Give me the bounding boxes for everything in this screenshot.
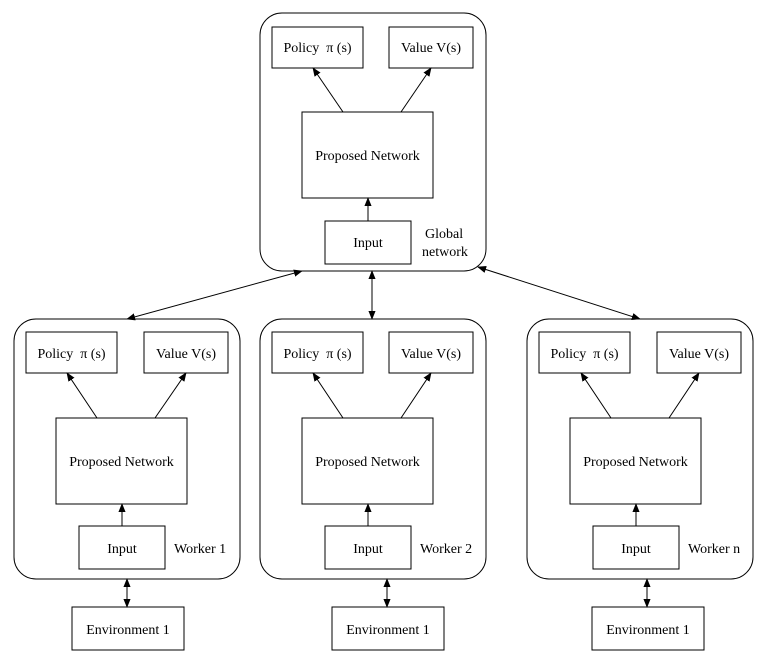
worker-2-label: Worker 2 (420, 542, 472, 557)
sync-arrow-worker-n (477, 266, 641, 320)
environment-1-box (71, 606, 185, 651)
worker-2-input-label: Input (353, 542, 383, 557)
environment-n-label: Environment 1 (606, 623, 690, 638)
global-network-box (301, 111, 434, 199)
worker-2-value-box (388, 331, 474, 374)
sync-arrow-worker-1 (126, 269, 303, 321)
worker-1: Policy π (s) Value V(s) Proposed Network… (13, 318, 241, 580)
environment-2-label: Environment 1 (346, 623, 430, 638)
global-value-label: Value V(s) (401, 41, 461, 56)
worker-n-input-label: Input (621, 542, 651, 557)
worker-1-network-box (55, 417, 188, 505)
worker-n-network-to-value-arrow (668, 372, 700, 419)
worker-2-network-to-value-arrow (400, 372, 432, 419)
worker-n-network-box (569, 417, 702, 505)
worker-n-policy-box (538, 331, 631, 374)
global-network-to-value-arrow (400, 67, 432, 113)
worker-n-value-box (656, 331, 742, 374)
global-input-box (324, 220, 412, 265)
environment-2-box (331, 606, 445, 651)
worker-2-network-box (301, 417, 434, 505)
global-value-box (388, 26, 474, 69)
worker-2-network-to-policy-arrow (312, 372, 344, 419)
worker-n-network-label: Proposed Network (583, 455, 688, 470)
worker-n-label: Worker n (688, 542, 740, 557)
worker-1-label: Worker 1 (174, 542, 226, 557)
worker-n-value-label: Value V(s) (669, 347, 729, 362)
worker-2-network-label: Proposed Network (315, 455, 420, 470)
worker-1-policy-label: Policy π (s) (37, 347, 105, 362)
global-input-label: Input (353, 236, 383, 251)
worker-2-policy-box (271, 331, 364, 374)
worker-2: Policy π (s) Value V(s) Proposed Network… (259, 318, 487, 580)
worker-1-network-label: Proposed Network (69, 455, 174, 470)
global-policy-label: Policy π (s) (283, 41, 351, 56)
worker-1-value-label: Value V(s) (156, 347, 216, 362)
worker-n-policy-label: Policy π (s) (550, 347, 618, 362)
global-network-label: Proposed Network (315, 149, 420, 164)
worker-2-input-box (324, 525, 412, 570)
worker-n-container (526, 318, 754, 580)
worker-n-network-to-policy-arrow (580, 372, 612, 419)
worker-n: Policy π (s) Value V(s) Proposed Network… (526, 318, 754, 580)
worker-2-policy-label: Policy π (s) (283, 347, 351, 362)
worker-2-container (259, 318, 487, 580)
worker-1-input-label: Input (107, 542, 137, 557)
environment-1-label: Environment 1 (86, 623, 170, 638)
global-network: Policy π (s) Value V(s) Proposed Network… (259, 12, 487, 272)
global-label-line2: network (422, 245, 468, 260)
worker-2-value-label: Value V(s) (401, 347, 461, 362)
worker-1-network-to-value-arrow (154, 372, 187, 419)
worker-1-network-to-policy-arrow (66, 372, 98, 419)
environment-n-box (591, 606, 705, 651)
global-label-line1: Global (425, 227, 463, 242)
global-network-to-policy-arrow (312, 67, 344, 113)
